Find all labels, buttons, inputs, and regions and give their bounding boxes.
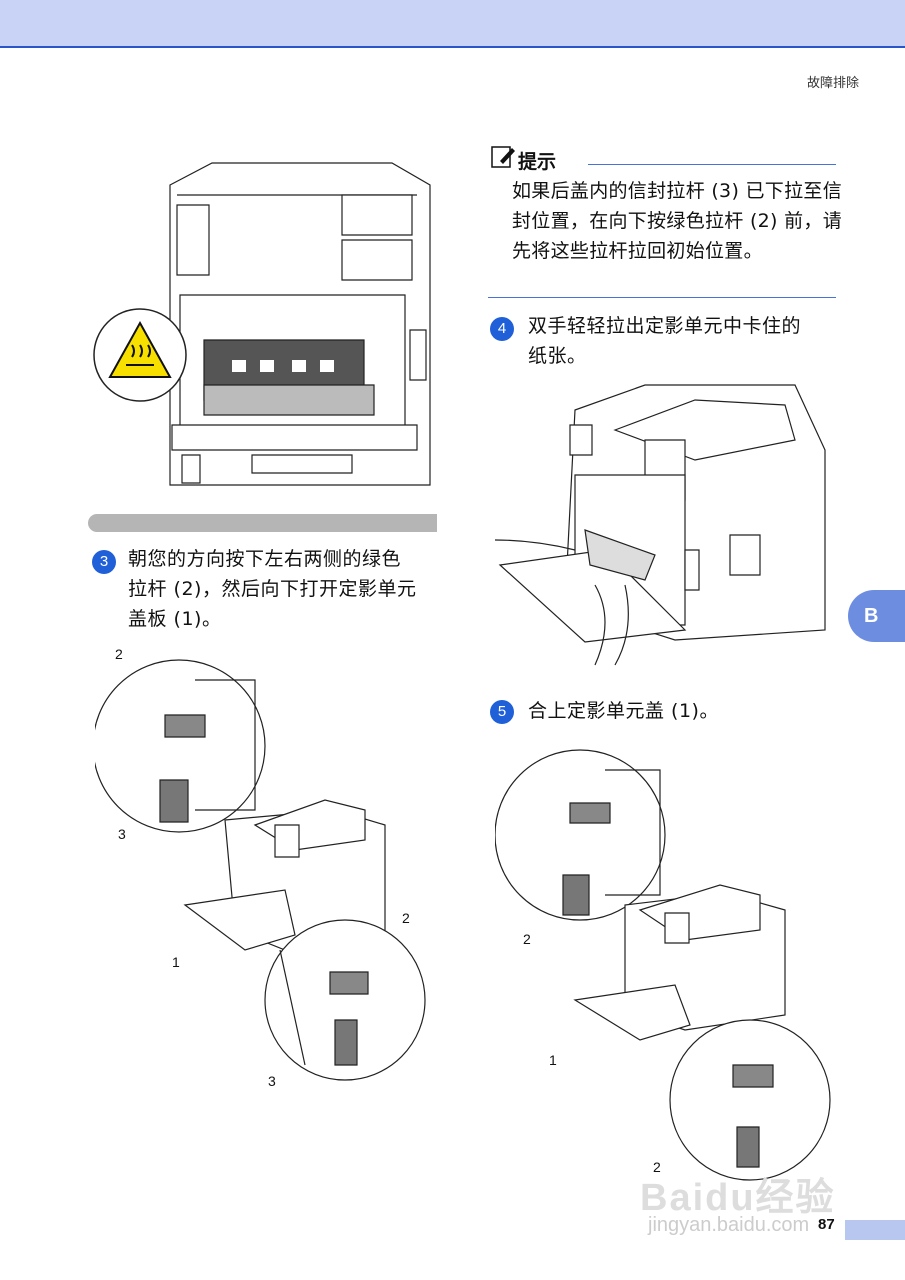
note-text: 如果后盖内的信封拉杆 (3) 已下拉至信封位置，在向下按绿色拉杆 (2) 前，请…: [512, 180, 842, 262]
section-divider: [88, 514, 437, 532]
step-instruction: 朝您的方向按下左右两侧的绿色 拉杆 (2)，然后向下打开定影单元 盖板 (1)。: [128, 548, 417, 630]
callout-label: 2: [115, 646, 123, 662]
header-bar: [0, 0, 905, 48]
note-rule: [588, 164, 836, 165]
pencil-note-icon: [490, 144, 515, 170]
callout-label: 2: [523, 931, 531, 947]
remove-paper-figure: [495, 380, 830, 670]
close-fuser-cover-figure: [495, 745, 835, 1185]
fuser-lever-figure: [95, 650, 440, 1095]
watermark-url: jingyan.baidu.com: [648, 1214, 810, 1236]
note-title: 提示: [518, 151, 557, 173]
step-number: 3: [92, 550, 116, 574]
callout-label: 3: [118, 826, 126, 842]
page-number-bar: [845, 1220, 905, 1240]
step-instruction: 双手轻轻拉出定影单元中卡住的 纸张。: [528, 315, 802, 367]
note-rule: [488, 297, 836, 298]
callout-label: 2: [653, 1159, 661, 1175]
watermark-logo: Baidu经验: [640, 1177, 836, 1219]
callout-label: 1: [549, 1052, 557, 1068]
callout-label: 2: [402, 910, 410, 926]
callout-label: 1: [172, 954, 180, 970]
callout-label: 3: [268, 1073, 276, 1089]
section-title: 故障排除: [806, 76, 859, 91]
chapter-tab[interactable]: B: [848, 590, 905, 642]
step-instruction: 合上定影单元盖 (1)。: [528, 700, 719, 722]
step-number: 5: [490, 700, 514, 724]
printer-rear-figure: [92, 155, 437, 495]
step-number: 4: [490, 317, 514, 341]
page-number: 87: [818, 1216, 835, 1233]
